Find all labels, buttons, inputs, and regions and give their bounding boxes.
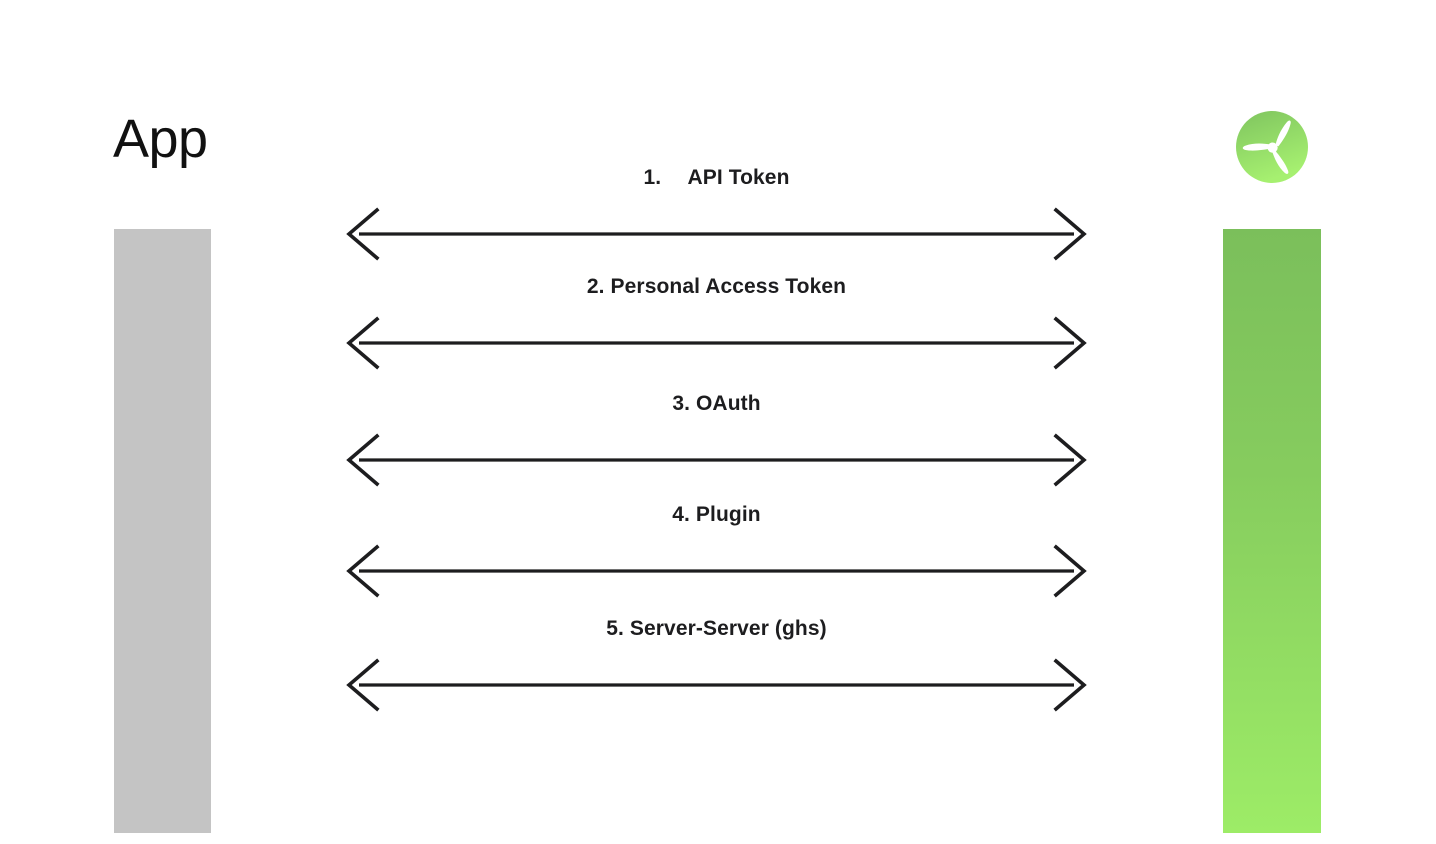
message-label: 3. OAuth bbox=[672, 392, 761, 415]
message-label: 4. Plugin bbox=[672, 503, 761, 526]
service-lifeline-bar bbox=[1223, 229, 1321, 833]
bidirectional-arrow-icon bbox=[346, 316, 1087, 370]
bidirectional-arrow-icon bbox=[346, 207, 1087, 261]
message-label: 2. Personal Access Token bbox=[586, 275, 847, 298]
bidirectional-arrow-icon bbox=[346, 544, 1087, 598]
bidirectional-arrow-icon bbox=[346, 433, 1087, 487]
message-label: 1. API Token bbox=[643, 166, 790, 189]
app-lifeline-bar bbox=[114, 229, 211, 833]
bidirectional-arrow-icon bbox=[346, 658, 1087, 712]
page-title: App bbox=[113, 109, 208, 169]
message-label: 5. Server-Server (ghs) bbox=[606, 617, 827, 640]
propeller-turbine-icon bbox=[1234, 109, 1310, 185]
